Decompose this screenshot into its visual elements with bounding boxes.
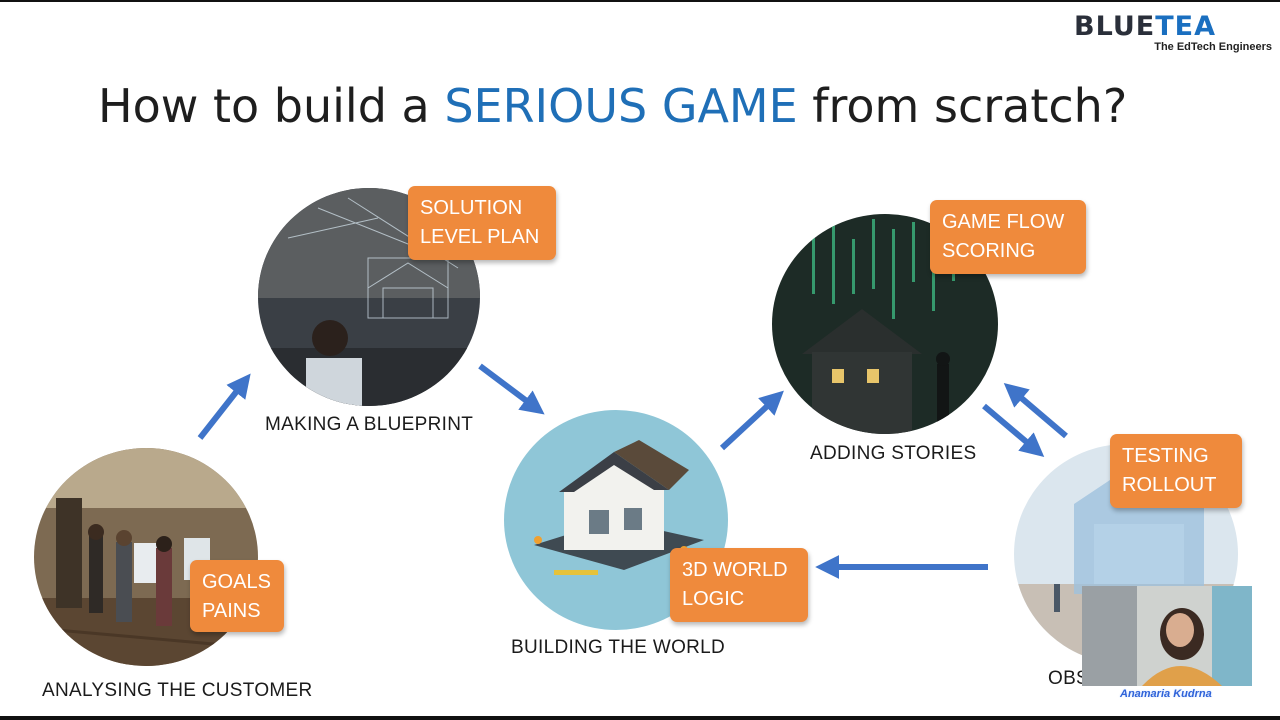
bluetea-logo: BLUETEA The EdTech Engineers [1074,12,1274,56]
tag-line: 3D WORLD [682,559,788,581]
logo-wordmark: BLUETEA [1074,12,1216,42]
logo-tagline: The EdTech Engineers [1154,41,1272,53]
arrow-observing-to-stories [1003,382,1068,439]
tag-testing-rollout: TESTING ROLLOUT [1110,434,1242,508]
logo-wordmark-dark: BLUE [1074,11,1156,42]
tag-line: LEVEL PLAN [420,226,540,248]
tag-game-flow-scoring: GAME FLOW SCORING [930,200,1086,274]
title-before: How to build a [98,79,445,133]
title-after: from scratch? [797,79,1128,133]
tag-line: TESTING [1122,445,1209,467]
tag-line: GOALS [202,571,271,593]
tag-line: LOGIC [682,588,745,610]
caption-building-world: BUILDING THE WORLD [511,637,726,658]
top-border [0,0,1280,2]
slide-title: How to build a SERIOUS GAME from scratch… [98,78,1127,134]
bottom-border [0,716,1280,720]
tag-line: ROLLOUT [1122,474,1217,496]
arrow-analysing-to-blueprint [197,373,251,440]
presenter-name: Anamaria Kudrna [1120,688,1212,700]
tag-line: PAINS [202,600,261,622]
presenter-webcam [1082,586,1252,686]
tag-line: SOLUTION [420,197,523,219]
title-highlight: SERIOUS GAME [444,79,798,133]
caption-analysing: ANALYSING THE CUSTOMER [42,680,313,701]
building-world-photo [504,410,728,630]
caption-blueprint: MAKING A BLUEPRINT [265,414,474,435]
arrow-world-to-stories [719,390,784,451]
tag-3d-world-logic: 3D WORLD LOGIC [670,548,808,622]
tag-line: SCORING [942,240,1036,262]
arrow-blueprint-to-world [478,363,545,415]
tag-goals-pains: GOALS PAINS [190,560,284,632]
tag-line: GAME FLOW [942,211,1065,233]
caption-adding-stories: ADDING STORIES [810,443,977,464]
tag-solution-level-plan: SOLUTION LEVEL PLAN [408,186,556,260]
logo-wordmark-accent: TEA [1155,11,1216,42]
arrow-stories-to-observing [982,403,1045,457]
